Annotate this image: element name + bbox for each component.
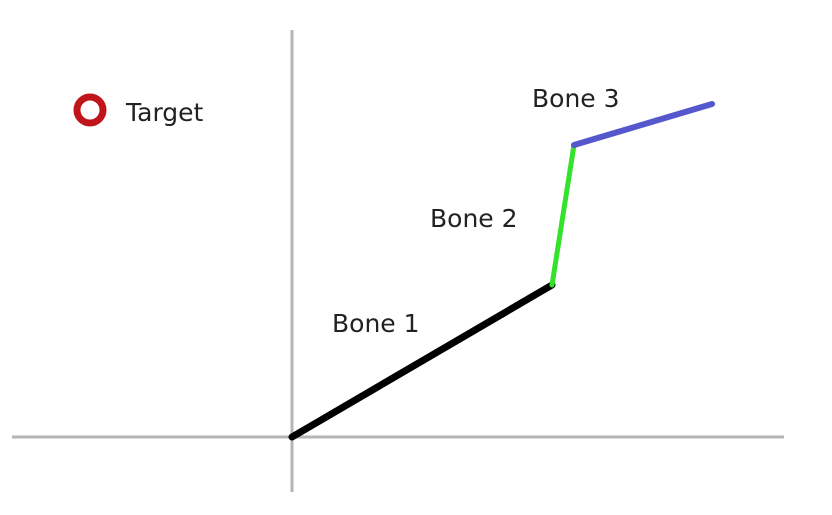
bone-2-label: Bone 2 [430, 204, 518, 233]
bone-2 [549, 142, 577, 288]
target-marker-icon [73, 93, 107, 127]
target-label: Target [125, 98, 204, 127]
bone-3-label: Bone 3 [532, 84, 620, 113]
bone-1-label: Bone 1 [332, 309, 420, 338]
bone-1 [288, 281, 556, 441]
bone-3 [571, 101, 715, 148]
